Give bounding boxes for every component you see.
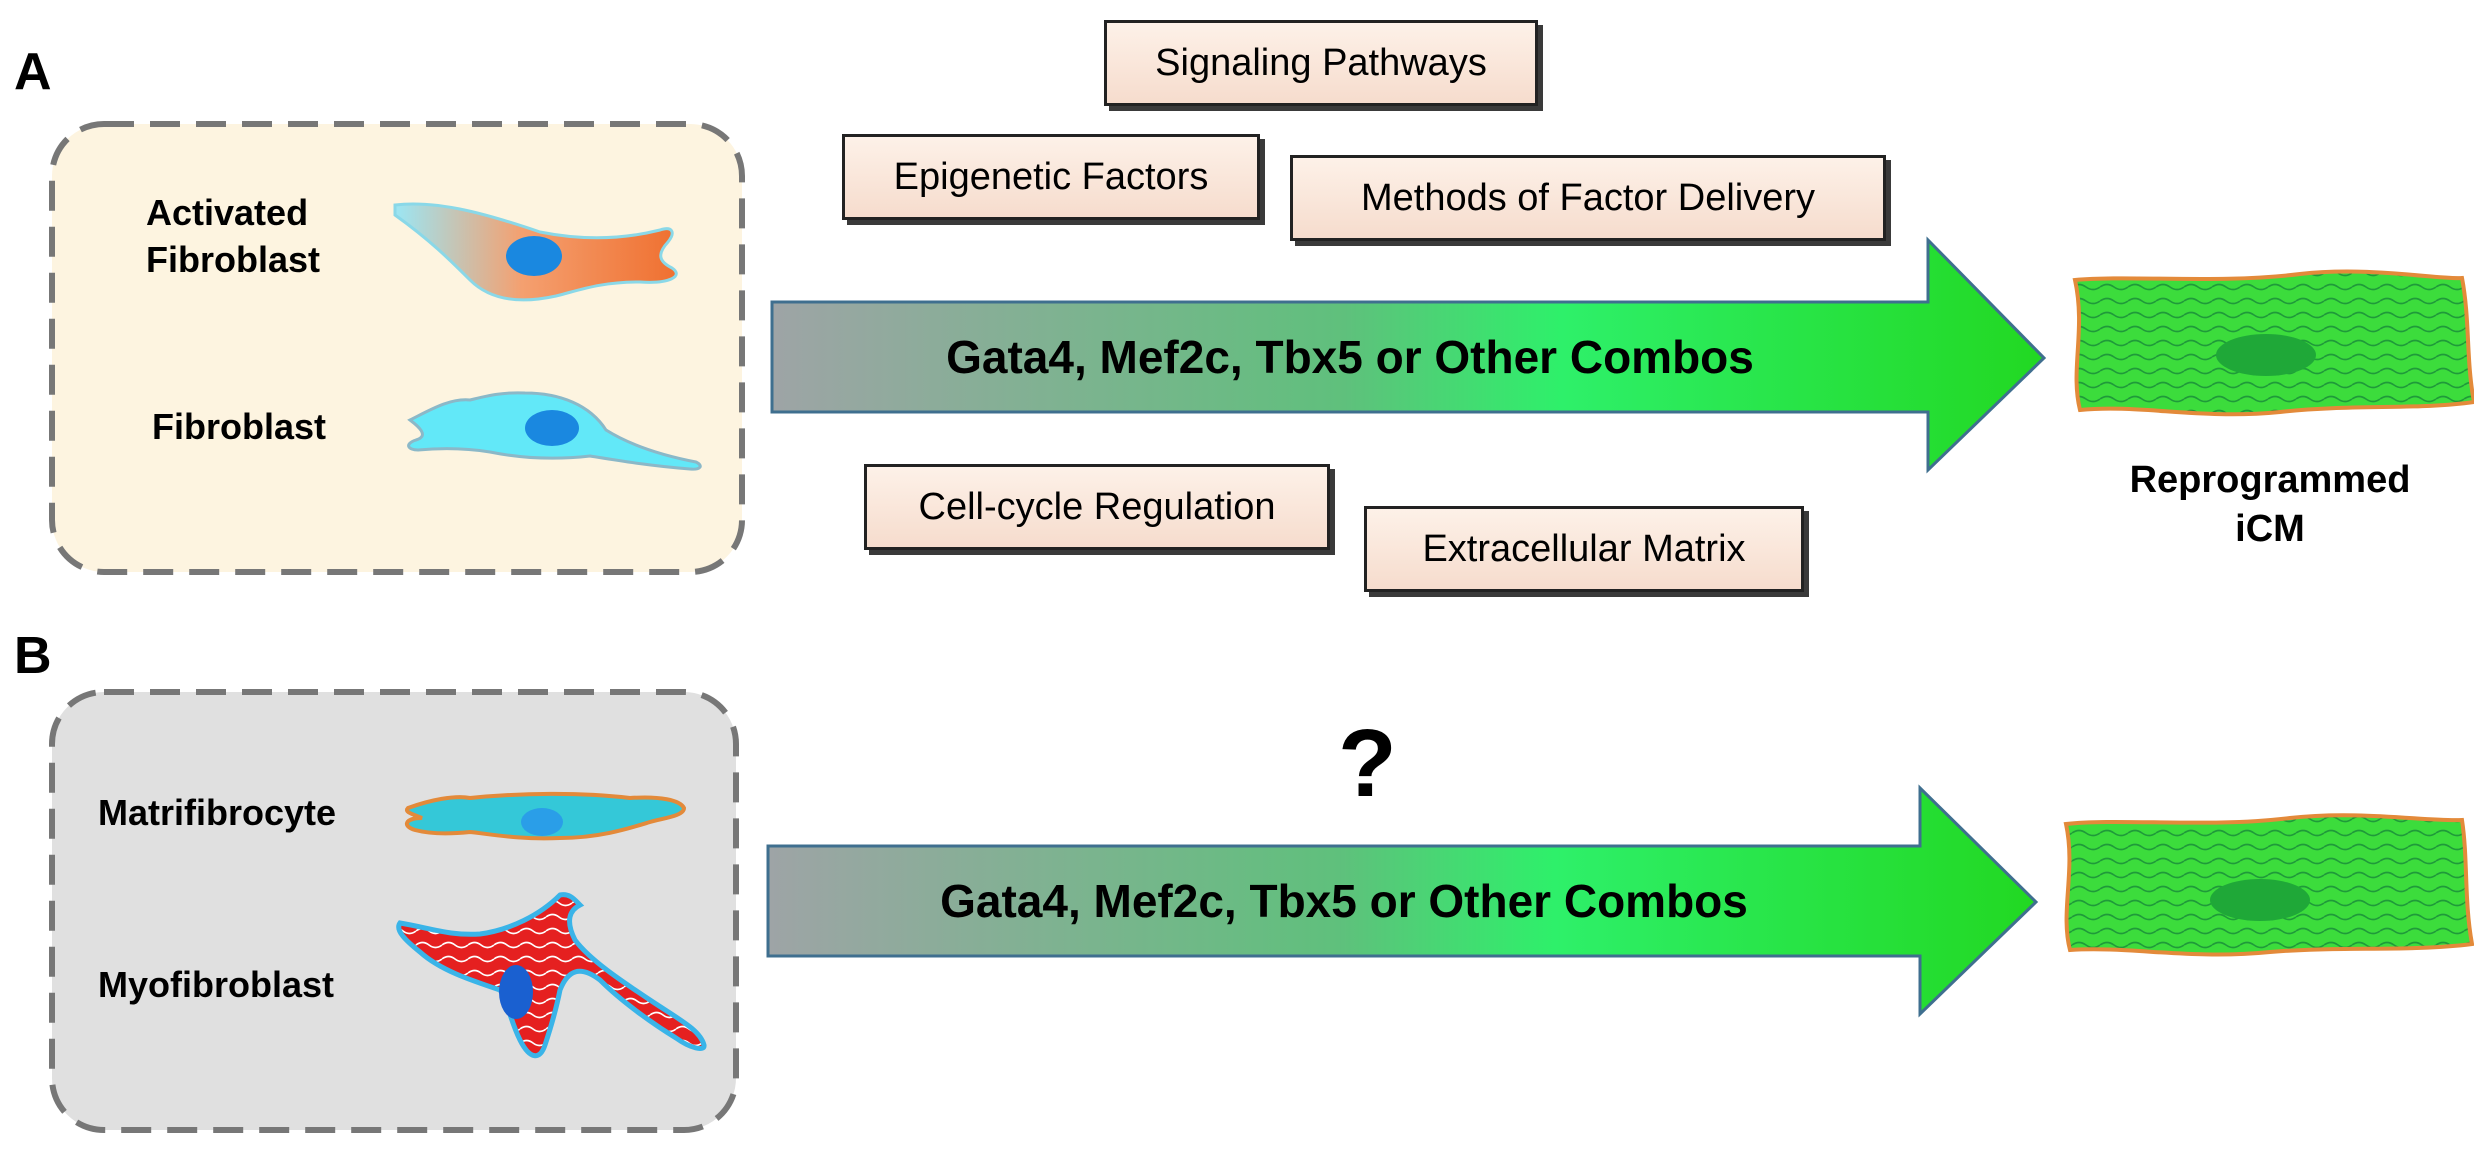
matrifibrocyte-label: Matrifibrocyte [98,792,337,833]
factor-epigenetic-factors: Epigenetic Factors [842,134,1260,220]
arrow-b [766,784,2039,1018]
icm-cell-b [2063,813,2474,957]
icm-nucleus-a [2216,334,2316,376]
panel-b-letter: B [14,627,52,685]
factor-signaling-pathways: Signaling Pathways [1104,20,1538,106]
panel-a-letter: A [14,43,52,101]
factor-cell-cycle-regulation: Cell-cycle Regulation [864,464,1330,550]
icm-cell-a [2072,269,2474,417]
icm-nucleus-b [2210,879,2310,921]
activated-fibroblast-label: Activated Fibroblast [146,192,321,280]
arrow-a-label: Gata4, Mef2c, Tbx5 or Other Combos [946,331,1754,383]
matrifibrocyte-cell [405,791,687,841]
question-mark: ? [1338,710,1397,817]
fibroblast-nucleus [525,410,579,446]
matrifibrocyte-nucleus [521,808,563,836]
fibroblast-cell [407,391,702,471]
factor-methods-of-factor-delivery: Methods of Factor Delivery [1290,155,1886,241]
activated-fibroblast-cell [393,202,678,302]
fibroblast-label: Fibroblast [152,406,327,447]
myofibroblast-nucleus [499,965,533,1019]
reprogrammed-icm-label: Reprogrammed iCM [2129,459,2411,551]
factor-extracellular-matrix: Extracellular Matrix [1364,506,1804,592]
myofibroblast-label: Myofibroblast [98,964,335,1005]
arrow-b-label: Gata4, Mef2c, Tbx5 or Other Combos [940,875,1748,927]
panel-b-cell-box [49,689,739,1133]
myofibroblast-cell [396,892,707,1059]
activated-fibroblast-nucleus [506,236,562,276]
arrow-a [770,236,2047,474]
